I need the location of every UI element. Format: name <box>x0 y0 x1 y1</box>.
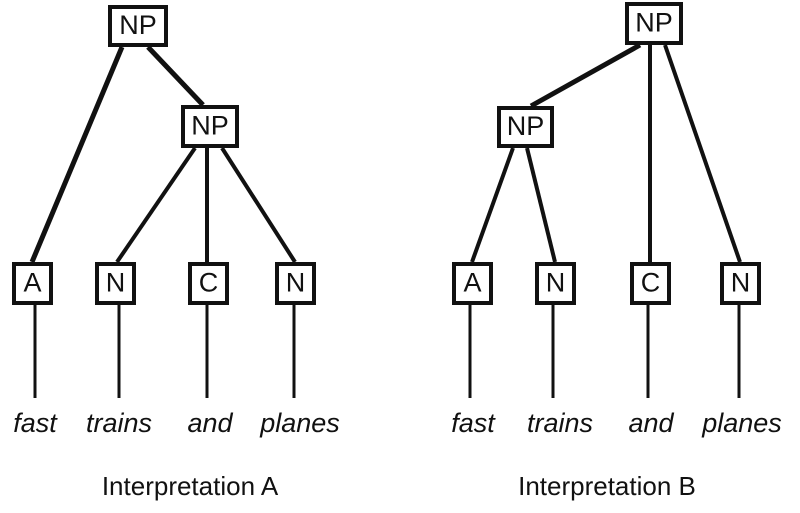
node-a-inner-np[interactable]: NP <box>181 105 239 148</box>
tree-edge-b-root-np-to-b-inner-np <box>529 42 642 109</box>
node-a-pos-a[interactable]: A <box>12 262 53 305</box>
tree-edge-a-inner-np-to-a-pos-n1 <box>115 146 197 264</box>
leaf-word-b-leaf-planes: planes <box>701 408 782 438</box>
node-label-b-inner-np: NP <box>507 111 545 141</box>
tree-edge-a-inner-np-to-a-pos-n2 <box>220 146 297 264</box>
node-box-a-pos-n2 <box>275 262 316 305</box>
node-b-pos-a[interactable]: A <box>452 262 493 305</box>
node-box-b-pos-c <box>630 262 671 305</box>
node-box-b-inner-np <box>497 106 554 148</box>
node-label-b-pos-a: A <box>463 268 481 298</box>
node-label-a-pos-c: C <box>199 268 219 298</box>
node-box-b-pos-a <box>452 262 493 305</box>
node-box-b-pos-n1 <box>535 262 576 305</box>
tree-edge-b-inner-np-to-b-pos-a <box>470 147 515 263</box>
leaf-word-b-leaf-and: and <box>628 408 674 438</box>
node-box-b-pos-n2 <box>720 262 761 305</box>
node-label-a-pos-n2: N <box>286 268 306 298</box>
node-a-root-np[interactable]: NP <box>108 5 168 47</box>
node-box-a-pos-c <box>188 262 229 305</box>
node-label-b-pos-n2: N <box>731 268 751 298</box>
node-label-b-pos-c: C <box>641 268 661 298</box>
leaf-word-a-leaf-trains: trains <box>86 408 152 438</box>
leaf-word-a-leaf-planes: planes <box>259 408 340 438</box>
node-label-a-inner-np: NP <box>191 111 229 141</box>
leaf-word-b-leaf-fast: fast <box>451 408 496 438</box>
caption-interpretation-a: Interpretation A <box>102 471 279 501</box>
node-label-b-root-np: NP <box>635 8 673 38</box>
tree-edge-b-inner-np-to-b-pos-n1 <box>525 147 557 263</box>
node-a-pos-c[interactable]: C <box>188 262 229 305</box>
caption-interpretation-b: Interpretation B <box>518 471 696 501</box>
node-b-root-np[interactable]: NP <box>625 2 683 45</box>
node-b-inner-np[interactable]: NP <box>497 106 554 148</box>
node-b-pos-n2[interactable]: N <box>720 262 761 305</box>
leaf-word-a-leaf-fast: fast <box>13 408 58 438</box>
tree-edge-b-root-np-to-b-pos-n2 <box>663 44 742 263</box>
node-label-a-root-np: NP <box>119 10 157 40</box>
node-b-pos-n1[interactable]: N <box>535 262 576 305</box>
node-label-a-pos-n1: N <box>106 268 126 298</box>
node-a-pos-n1[interactable]: N <box>95 262 136 305</box>
node-b-pos-c[interactable]: C <box>630 262 671 305</box>
node-box-a-pos-a <box>12 262 53 305</box>
leaf-word-b-leaf-trains: trains <box>527 408 593 438</box>
node-box-b-root-np <box>625 2 683 45</box>
node-box-a-inner-np <box>181 105 239 148</box>
node-label-b-pos-n1: N <box>546 268 566 298</box>
leaf-word-a-leaf-and: and <box>187 408 233 438</box>
node-box-a-pos-n1 <box>95 262 136 305</box>
node-box-a-root-np <box>108 5 168 47</box>
tree-edge-a-root-np-to-a-pos-a <box>29 46 125 263</box>
tree-edge-a-root-np-to-a-inner-np <box>146 45 205 107</box>
node-a-pos-n2[interactable]: N <box>275 262 316 305</box>
node-label-a-pos-a: A <box>23 268 41 298</box>
